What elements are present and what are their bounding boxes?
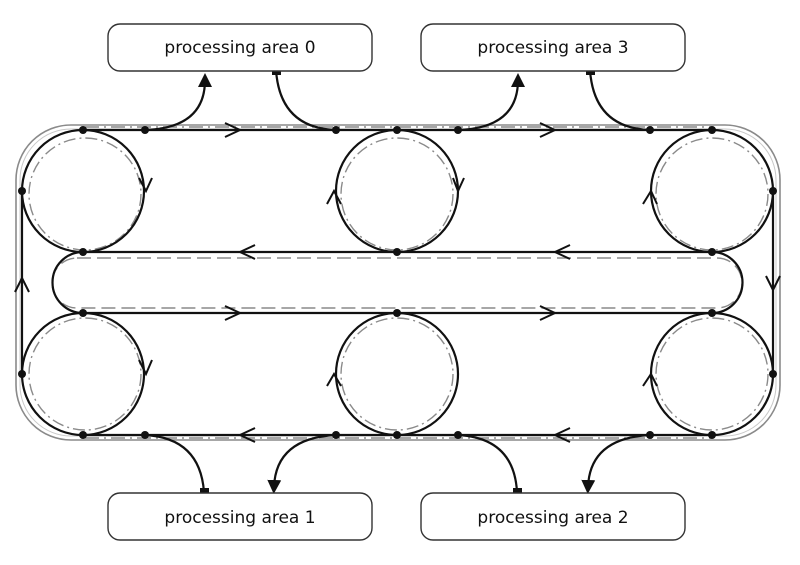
enclosure-outline-inner [19, 128, 777, 437]
loop-top-right [649, 128, 775, 254]
branch-from-area-3 [588, 69, 651, 132]
enclosure-outline [15, 124, 781, 441]
branch-to-area-1 [144, 433, 206, 493]
branch-to-area-2 [457, 433, 519, 493]
branch-paths [144, 69, 651, 494]
processing-area-3-label: processing area 3 [477, 38, 628, 58]
branch-from-area-1 [267, 433, 337, 494]
loop-bottom-left [20, 311, 146, 437]
branch-from-area-2 [581, 433, 651, 494]
loop-bottom-center [334, 311, 460, 437]
processing-area-0: processing area 0 [107, 23, 373, 72]
processing-area-2-label: processing area 2 [477, 508, 628, 528]
track-circles [20, 128, 775, 437]
branch-to-area-0 [144, 73, 212, 132]
branch-to-area-3 [457, 73, 525, 132]
track-lines [20, 128, 775, 437]
guide-circles [28, 137, 769, 431]
processing-area-1: processing area 1 [107, 492, 373, 541]
processing-area-1-label: processing area 1 [164, 508, 315, 528]
junction-nodes [18, 126, 777, 439]
branch-from-area-0 [274, 69, 337, 132]
processing-area-3: processing area 3 [420, 23, 686, 72]
guide-lines [51, 126, 743, 439]
direction-arrows [14, 122, 781, 443]
processing-area-2: processing area 2 [420, 492, 686, 541]
loop-top-left [20, 128, 146, 254]
loop-bottom-right [649, 311, 775, 437]
processing-area-0-label: processing area 0 [164, 38, 315, 58]
loop-top-center [334, 128, 460, 254]
